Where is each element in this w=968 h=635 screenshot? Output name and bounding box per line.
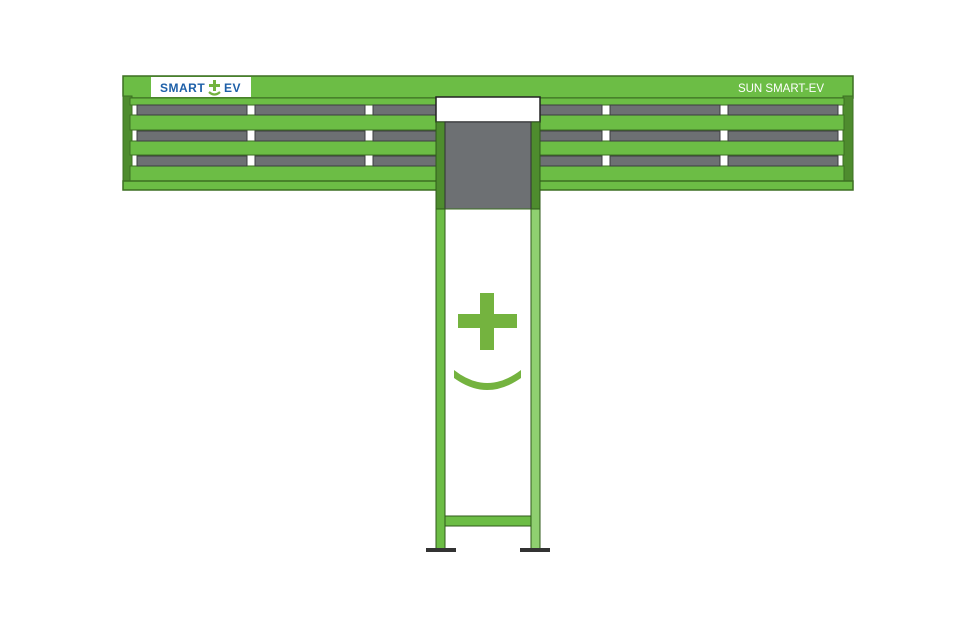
- solar-panel: [372, 155, 438, 167]
- solar-panel: [539, 130, 603, 142]
- solar-panel: [254, 104, 366, 116]
- pillar-right-foot: [520, 548, 550, 552]
- solar-panel: [372, 130, 438, 142]
- solar-panel: [136, 130, 248, 142]
- pillar-right-leg: [530, 208, 541, 551]
- pillar-left-foot: [426, 548, 456, 552]
- solar-panel: [539, 155, 603, 167]
- pillar-cap: [435, 96, 541, 123]
- solar-panel: [539, 104, 603, 116]
- solar-panel: [727, 104, 839, 116]
- logo-word-left: SMART: [160, 81, 205, 95]
- plus-smile-logo-icon: [208, 80, 221, 96]
- plus-smile-icon: [454, 293, 521, 390]
- solar-panel: [727, 130, 839, 142]
- pillar-crossbar: [444, 515, 532, 527]
- pillar-head-left-bracket: [435, 121, 446, 211]
- solar-panel: [136, 104, 248, 116]
- pillar-head-right-bracket: [530, 121, 541, 211]
- solar-panel: [609, 155, 721, 167]
- solar-panel: [609, 130, 721, 142]
- logo-word-right: EV: [224, 81, 241, 95]
- solar-panel: [372, 104, 438, 116]
- solar-panel: [136, 155, 248, 167]
- solar-panel: [254, 130, 366, 142]
- solar-panel: [609, 104, 721, 116]
- canopy-title: SUN SMART-EV: [738, 83, 824, 95]
- brand-logo: SMART EV: [151, 77, 251, 97]
- solar-panel: [727, 155, 839, 167]
- logo-background: [151, 77, 251, 97]
- pillar-body-panel: [444, 208, 532, 517]
- pillar-left-leg: [435, 208, 446, 551]
- pillar-screen: [444, 121, 532, 210]
- charging-pillar: [426, 96, 550, 552]
- solar-panels: [136, 104, 839, 167]
- solar-panel: [254, 155, 366, 167]
